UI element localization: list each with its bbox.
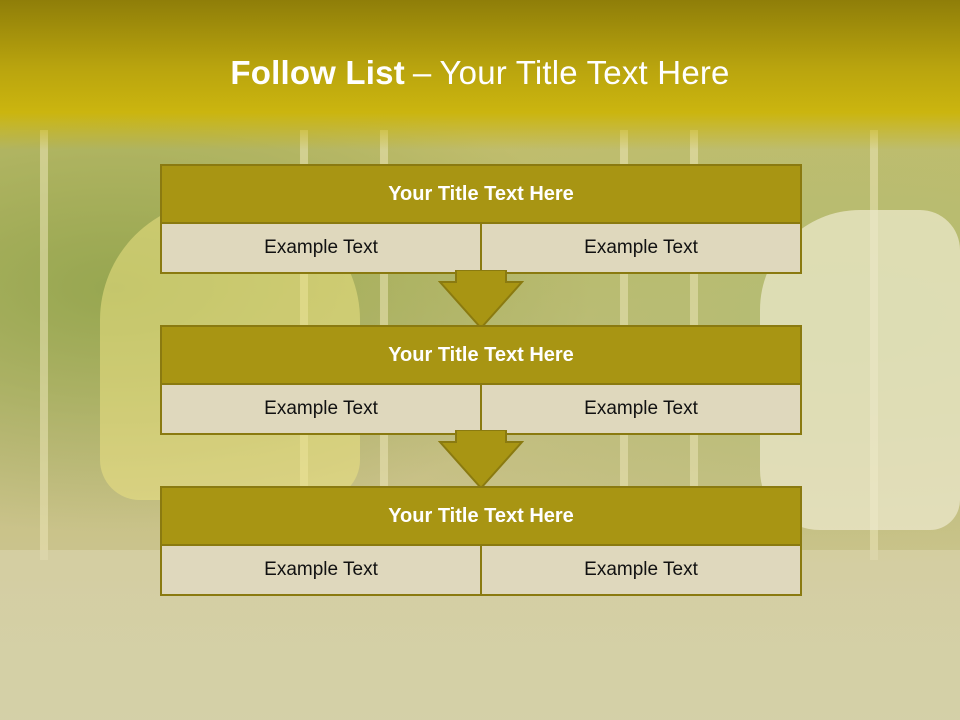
step-row: Example Text Example Text bbox=[162, 224, 800, 272]
step-cell-left: Example Text bbox=[264, 237, 378, 258]
down-arrow-icon bbox=[438, 270, 524, 330]
down-arrow-icon bbox=[438, 430, 524, 490]
step-box-2: Your Title Text Here Example Text Exampl… bbox=[160, 325, 802, 435]
step-cell-left: Example Text bbox=[264, 559, 378, 580]
step-cell-right: Example Text bbox=[480, 546, 800, 594]
title-rest: Your Title Text Here bbox=[439, 54, 730, 91]
slide-title: Follow List–Your Title Text Here bbox=[0, 54, 960, 92]
step-cell-right: Example Text bbox=[480, 224, 800, 272]
step-box-1: Your Title Text Here Example Text Exampl… bbox=[160, 164, 802, 274]
step-cell-left: Example Text bbox=[264, 398, 378, 419]
step-row: Example Text Example Text bbox=[162, 385, 800, 433]
step-row: Example Text Example Text bbox=[162, 546, 800, 594]
step-box-3: Your Title Text Here Example Text Exampl… bbox=[160, 486, 802, 596]
step-cell-right: Example Text bbox=[480, 385, 800, 433]
step-heading: Your Title Text Here bbox=[162, 327, 800, 385]
title-strong: Follow List bbox=[230, 54, 405, 91]
header-band: Follow List–Your Title Text Here bbox=[0, 0, 960, 150]
step-heading: Your Title Text Here bbox=[162, 166, 800, 224]
title-separator: – bbox=[412, 54, 432, 91]
step-heading: Your Title Text Here bbox=[162, 488, 800, 546]
